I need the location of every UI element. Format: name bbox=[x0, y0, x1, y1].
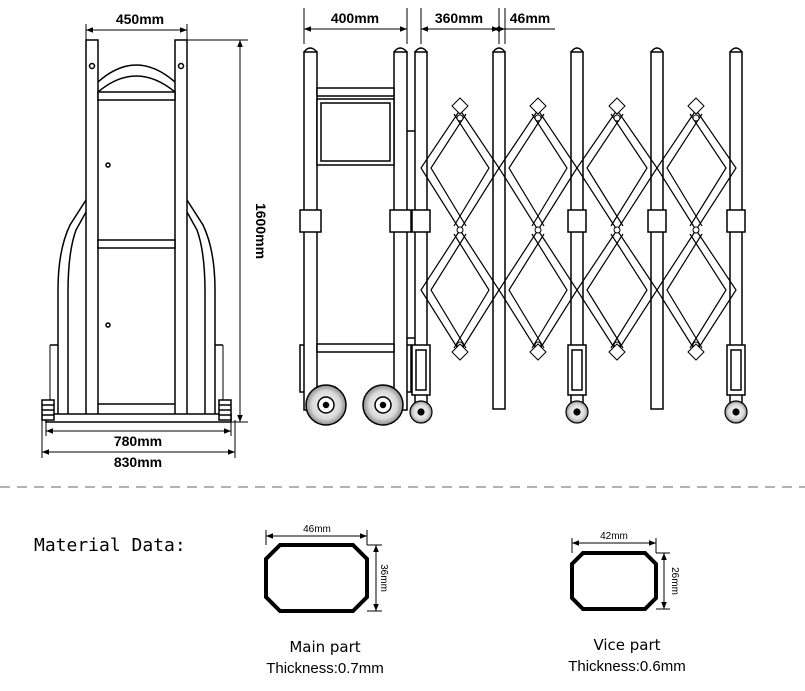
front-dimensions bbox=[41, 24, 248, 458]
side-dimensions bbox=[303, 8, 555, 44]
front-base bbox=[45, 413, 232, 423]
front-outer-width-label: 830mm bbox=[114, 454, 162, 470]
vice-part-section bbox=[570, 538, 670, 611]
front-inner-width-label: 780mm bbox=[114, 433, 162, 449]
front-crossbar-mid bbox=[97, 239, 176, 249]
front-arch bbox=[97, 64, 176, 83]
main-part-height-label: 36mm bbox=[378, 564, 389, 592]
side-post-width-label: 46mm bbox=[510, 10, 550, 26]
side-small-wheels bbox=[409, 400, 748, 424]
side-view bbox=[299, 47, 415, 426]
front-left-leg bbox=[57, 199, 87, 415]
front-right-post bbox=[174, 39, 188, 416]
front-left-post bbox=[85, 39, 99, 416]
vice-part-height-label: 26mm bbox=[669, 567, 680, 595]
vice-part-name: Vice part bbox=[593, 636, 660, 654]
material-heading: Material Data: bbox=[34, 535, 186, 556]
post-2 bbox=[492, 51, 506, 410]
front-handle-top bbox=[105, 162, 111, 168]
main-part-thickness: Thickness:0.7mm bbox=[266, 660, 384, 677]
main-part-profile bbox=[264, 543, 369, 613]
main-part-width-label: 46mm bbox=[303, 524, 331, 535]
front-view bbox=[41, 39, 232, 423]
front-right-leg bbox=[186, 199, 216, 415]
side-box-width-label: 400mm bbox=[331, 10, 379, 26]
front-crossbar-top bbox=[97, 91, 176, 101]
vice-part-profile bbox=[570, 551, 658, 611]
front-top-width-label: 450mm bbox=[116, 11, 164, 27]
side-pitch-label: 360mm bbox=[435, 10, 483, 26]
vice-part-width-label: 42mm bbox=[600, 531, 628, 542]
front-height-label: 1600mm bbox=[253, 203, 269, 259]
main-part-section bbox=[264, 530, 382, 613]
main-part-name: Main part bbox=[289, 638, 360, 656]
lattice-pins bbox=[451, 97, 705, 361]
vice-part-thickness: Thickness:0.6mm bbox=[568, 658, 686, 675]
front-handle-bottom bbox=[105, 322, 111, 328]
